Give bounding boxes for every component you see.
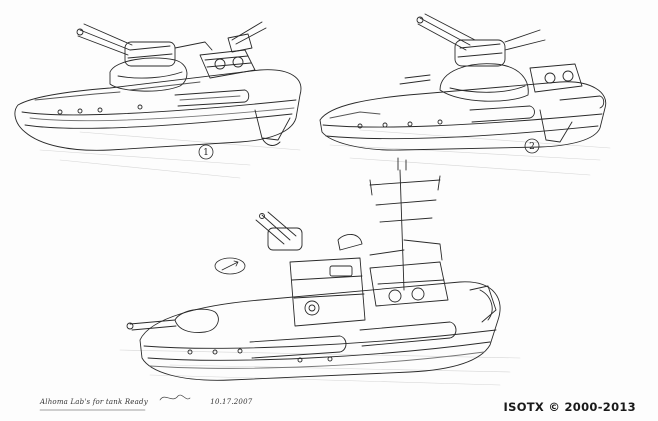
variant-marker	[214, 257, 246, 275]
signature-date: 10.17.2007	[210, 398, 253, 406]
svg-text:2: 2	[529, 142, 535, 152]
svg-text:1: 1	[203, 148, 209, 158]
caption-text: Alhoma Lab's for tank Ready	[40, 398, 148, 406]
copyright-notice: ISOTX © 2000-2013	[503, 400, 636, 414]
artist-signature	[159, 394, 191, 401]
perspective-grid	[39, 129, 611, 386]
boat-sketch-2	[319, 13, 607, 151]
boat-sketch-3	[126, 157, 501, 381]
boat-sketch-1	[14, 21, 302, 151]
variant-label-1: 1	[198, 144, 214, 160]
sketch-caption: Alhoma Lab's for tank Ready 10.17.2007	[40, 398, 252, 406]
variant-label-2: 2	[524, 138, 540, 154]
